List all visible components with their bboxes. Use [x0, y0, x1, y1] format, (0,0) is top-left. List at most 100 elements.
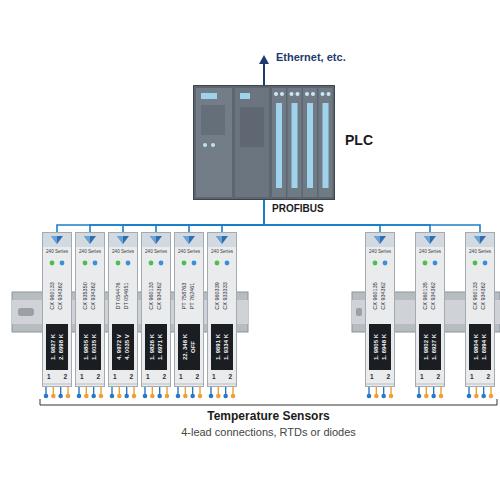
sensor-lead-end — [44, 394, 49, 399]
sensor-lead-end — [150, 394, 155, 399]
temperature-module: 240 SeriesCX 960133CX 9343621. 9827 K2. … — [42, 232, 72, 387]
series-label: 240 Series — [415, 250, 445, 255]
display-reading: 1. 6035 K — [91, 326, 97, 368]
channel-number: 1 — [370, 374, 374, 381]
profibus-line — [222, 200, 264, 232]
sensor-part-number: CX 960135 — [373, 272, 379, 320]
sensor-lead-end — [198, 394, 203, 399]
display-reading: 1. 9827 K — [50, 326, 56, 368]
sensor-lead-end — [216, 394, 221, 399]
sensor-lead-end — [431, 394, 436, 399]
sensor-lead-end — [190, 394, 195, 399]
sensor-lead-end — [474, 394, 479, 399]
sensor-lead-end — [424, 394, 429, 399]
module-body — [174, 232, 204, 387]
channel-number: 2 — [96, 374, 100, 381]
display-reading: 1. 6994 K — [481, 326, 487, 368]
sensor-part-number: CX 960133 — [149, 272, 155, 320]
sensor-lead-end — [489, 394, 494, 399]
sensor-part-number: PT 762461 — [190, 272, 196, 320]
profibus-line — [156, 200, 264, 232]
sensor-lead-end — [132, 394, 137, 399]
series-label: 240 Series — [365, 250, 395, 255]
sensor-lead-end — [439, 394, 444, 399]
module-body — [141, 232, 171, 387]
series-label: 240 Series — [42, 250, 72, 255]
sensor-part-number: CX 934362 — [157, 272, 163, 320]
display-reading: 1. 9804 K — [473, 326, 479, 368]
display-reading: OFF — [190, 326, 196, 368]
temperature-module: 240 Series CX 960135CX 9343621. 9805 K1. … — [365, 232, 395, 387]
channel-number: 1 — [146, 374, 150, 381]
sensor-part-number: CX 960133 — [473, 272, 479, 320]
sensor-lead-end — [209, 394, 214, 399]
ethernet-arrow — [259, 55, 269, 85]
channel-number: 1 — [470, 374, 474, 381]
channel-number: 2 — [486, 374, 490, 381]
sensor-part-number: CX 934362 — [381, 272, 387, 320]
sensor-lead-end — [223, 394, 228, 399]
sensor-part-number: CX 935350 — [83, 272, 89, 320]
sensor-part-number: CX 934362 — [481, 272, 487, 320]
display-reading: 1. 6927 K — [431, 326, 437, 368]
series-label: 240 Series — [465, 250, 495, 255]
sensor-lead-end — [157, 394, 162, 399]
sensor-lead-end — [91, 394, 96, 399]
sensor-lead-end — [143, 394, 148, 399]
channel-number: 2 — [162, 374, 166, 381]
sensor-bracket — [40, 399, 497, 405]
sensor-lead-end — [381, 394, 386, 399]
temperature-module: 240 SeriesDT 054476DT 0546514. 9972 V4. … — [108, 232, 138, 387]
series-label: 240 Series — [207, 250, 237, 255]
sensor-part-number: CX 934362 — [431, 272, 437, 320]
display-reading: 1. 6971 K — [157, 326, 163, 368]
sensor-part-number: CX 934362 — [58, 272, 64, 320]
sensor-lead-end — [374, 394, 379, 399]
sensor-part-number: CX 960135 — [423, 272, 429, 320]
display-reading: 1. 6948 K — [381, 326, 387, 368]
sensor-lead-end — [367, 394, 372, 399]
sensor-lead-end — [467, 394, 472, 399]
channel-number: 1 — [113, 374, 117, 381]
sensor-lead-end — [110, 394, 115, 399]
temperature-module: 240 Series CX 960133CX 9343621. 9826 K1. … — [141, 232, 171, 387]
sensor-lead-end — [66, 394, 71, 399]
display-reading: 1. 9805 K — [373, 326, 379, 368]
sensor-lead-end — [231, 394, 236, 399]
sensor-lead-end — [84, 394, 89, 399]
sensor-part-number: CX 934362 — [91, 272, 97, 320]
channel-number: 1 — [420, 374, 424, 381]
series-label: 240 Series — [174, 250, 204, 255]
sensor-part-number: CX 933333 — [223, 272, 229, 320]
channel-number: 2 — [386, 374, 390, 381]
sensors-heading: Temperature Sensors — [40, 410, 497, 424]
display-reading: 1. 9334 K — [223, 326, 229, 368]
channel-number: 2 — [228, 374, 232, 381]
sensor-leads — [44, 387, 494, 398]
module-body — [207, 232, 237, 387]
sensor-lead-end — [389, 394, 394, 399]
series-label: 240 Series — [141, 250, 171, 255]
sensor-lead-end — [77, 394, 82, 399]
profibus-line — [123, 200, 264, 232]
display-reading: 4. 0035 V — [124, 326, 130, 368]
profibus-line — [264, 200, 380, 232]
network-label: Ethernet, etc. — [276, 51, 346, 64]
channel-number: 1 — [80, 374, 84, 381]
plc-node: PLC — [193, 85, 335, 200]
display-reading: 4. 9972 V — [116, 326, 122, 368]
display-reading: 1. 9826 K — [149, 326, 155, 368]
temperature-module: 240 Series CX 960133CX 9343621. 9804 K1. … — [465, 232, 495, 387]
module-body — [465, 232, 495, 387]
sensor-part-number: DT 054476 — [116, 272, 122, 320]
module-body — [415, 232, 445, 387]
profibus-line — [189, 200, 264, 232]
display-reading: 1. 9691 K — [215, 326, 221, 368]
channel-number: 2 — [63, 374, 67, 381]
plc-heading: PLC — [345, 133, 373, 147]
channel-number: 1 — [179, 374, 183, 381]
sensor-lead-end — [124, 394, 129, 399]
sensor-part-number: DT 054651 — [124, 272, 130, 320]
sensor-lead-end — [183, 394, 188, 399]
sensor-lead-end — [165, 394, 170, 399]
